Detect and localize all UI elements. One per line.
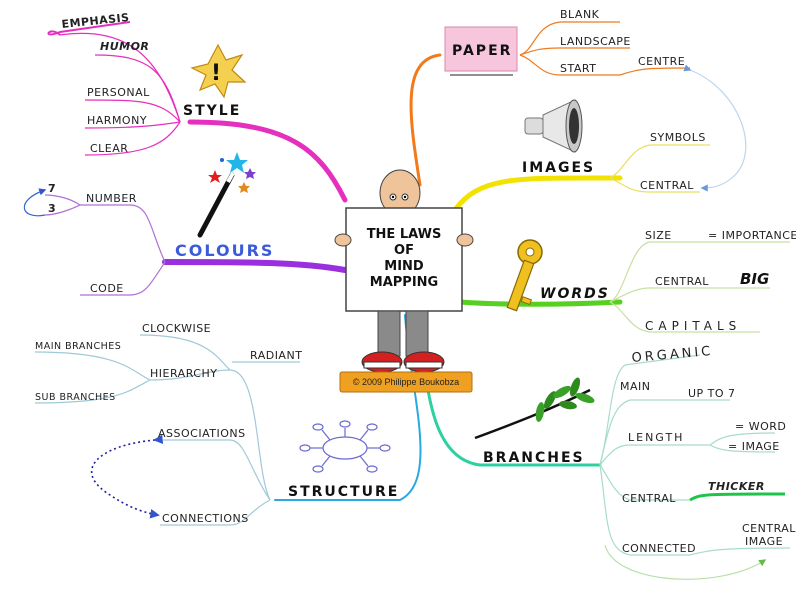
style-item-harmony: HARMONY (87, 114, 147, 127)
megaphone-icon (524, 99, 583, 153)
leaf-branch-icon (474, 377, 595, 440)
copyright-text: © 2009 Philippe Boukobza (353, 377, 459, 387)
paper-sheet-icon (444, 26, 518, 72)
paper-item-centre: CENTRE (638, 55, 685, 68)
branches-item-main: MAIN (620, 380, 651, 393)
style-item-clear: CLEAR (90, 142, 128, 155)
words-branch-line (457, 299, 623, 307)
key-icon (506, 239, 543, 312)
paper-item-blank: BLANK (560, 8, 600, 21)
words-item-importance: = IMPORTANCE (708, 229, 796, 242)
structure-item-hierarchy: HIERARCHY (150, 367, 217, 380)
branches-label: BRANCHES (483, 450, 585, 466)
seven-three-loop (23, 188, 47, 217)
center-title-line-3: MIND (384, 259, 424, 274)
title-board (345, 207, 463, 312)
colours-branch (44, 194, 166, 296)
branches-item-central-image-line1: CENTRAL (742, 522, 796, 535)
paper-branch (519, 21, 691, 76)
center-title-line-2: OF (394, 243, 414, 258)
structure-item-sub-branches: SUB BRANCHES (35, 392, 116, 403)
style-item-personal: PERSONAL (87, 86, 150, 99)
branches-item-organic: ORGANIC (631, 344, 714, 366)
connected-loop (604, 544, 767, 580)
words-item-central: CENTRAL (655, 275, 709, 288)
colours-item-seven: 7 (48, 182, 56, 195)
structure-item-clockwise: CLOCKWISE (142, 322, 211, 335)
branches-item-thicker: THICKER (708, 480, 765, 493)
central-figure (334, 169, 474, 393)
words-item-size: SIZE (645, 229, 672, 242)
style-branch (47, 21, 181, 156)
words-item-capitals: CAPITALS (645, 319, 741, 333)
words-branch (609, 241, 790, 333)
centre-central-connector (683, 64, 747, 192)
svg-text:!: ! (211, 61, 221, 86)
branches-item-length: LENGTH (628, 431, 684, 444)
paper-item-landscape: LANDSCAPE (560, 35, 631, 48)
branches-item-central: CENTRAL (622, 492, 676, 505)
copyright-plate (339, 371, 473, 393)
branches-branch (599, 354, 791, 556)
radial-structure-icon (299, 420, 391, 473)
structure-item-main-branches: MAIN BRANCHES (35, 341, 121, 352)
exclamation-star-icon: ! (190, 43, 247, 99)
colours-item-number: NUMBER (86, 192, 137, 205)
structure-item-connections: CONNECTIONS (162, 512, 249, 525)
paper-label: PAPER (452, 43, 512, 59)
colours-branch-line (162, 259, 348, 273)
branches-item-up-to-7: UP TO 7 (688, 387, 736, 400)
magic-wand-icon (197, 152, 256, 238)
style-label: STYLE (183, 103, 241, 119)
structure-branch (34, 334, 300, 526)
associations-connections-link (90, 434, 164, 519)
style-item-emphasis: EMPHASIS (61, 11, 130, 31)
images-label: IMAGES (522, 160, 595, 176)
words-item-big: BIG (740, 270, 769, 288)
branches-item-equals-word: = WORD (735, 420, 786, 433)
colours-item-code: CODE (90, 282, 124, 295)
words-label: WORDS (540, 286, 610, 302)
structure-item-associations: ASSOCIATIONS (158, 427, 246, 440)
paper-item-start: START (560, 62, 596, 75)
images-branch (609, 144, 710, 193)
center-title-line-4: MAPPING (370, 275, 438, 290)
style-item-humor: HUMOR (100, 40, 149, 53)
branches-item-equals-image: = IMAGE (728, 440, 780, 453)
center-title-line-1: THE LAWS (367, 227, 442, 242)
paper-branch-line (409, 53, 442, 187)
colours-label: COLOURS (175, 241, 274, 260)
style-branch-line (187, 119, 348, 203)
images-item-symbols: SYMBOLS (650, 131, 706, 144)
central-thicker-line (689, 492, 786, 502)
structure-item-radiant: RADIANT (250, 349, 302, 362)
images-item-central: CENTRAL (640, 179, 694, 192)
images-branch-line (452, 175, 623, 213)
colours-item-three: 3 (48, 202, 56, 215)
branches-item-connected: CONNECTED (622, 542, 696, 555)
structure-label: STRUCTURE (288, 484, 399, 500)
branches-item-central-image-line2: IMAGE (745, 535, 783, 548)
